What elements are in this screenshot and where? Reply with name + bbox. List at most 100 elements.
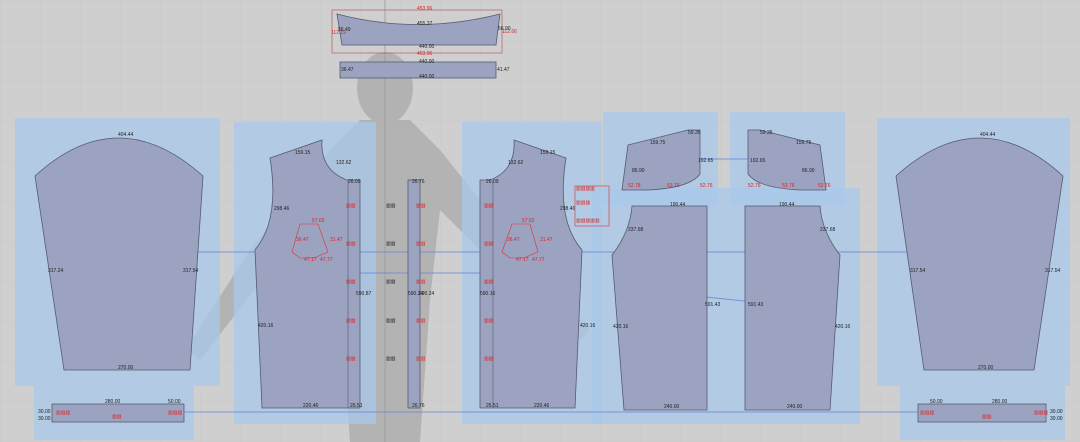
placket-len-label: 590.24 <box>408 291 424 297</box>
front-left-dart-b2-label: 47.77 <box>320 257 333 263</box>
front-left-side-label: 420.16 <box>258 323 274 329</box>
sleeve-left-right-label: 317.54 <box>183 268 199 274</box>
front-left-cf-label: 26.09 <box>348 179 361 185</box>
svg-text:▥▥: ▥▥ <box>416 279 426 285</box>
cuff-right-top-a-label: 50.00 <box>930 399 943 405</box>
cuff-right-right-b-label: 30.00 <box>1050 416 1063 422</box>
cuff-right-top-b-label: 280.00 <box>992 399 1008 405</box>
yoke-left-mid-label: 192.65 <box>698 158 714 164</box>
front-right-dart-b2-label: 47.77 <box>532 257 545 263</box>
front-left-neck-label: 132.62 <box>336 160 352 166</box>
svg-text:▥▥: ▥▥ <box>346 279 356 285</box>
front-right-cf-label: 26.09 <box>486 179 499 185</box>
svg-text:▥▥: ▥▥ <box>386 356 396 362</box>
svg-text:▥▥: ▥▥ <box>484 356 494 362</box>
stand-left-label: 36.47 <box>341 67 354 73</box>
front-right-hem-left-label: 26.51 <box>486 403 499 409</box>
placket-bottom-label: 26.76 <box>412 403 425 409</box>
svg-text:▥▥: ▥▥ <box>416 318 426 324</box>
cuff-left-left-a-label: 30.00 <box>38 409 51 415</box>
cuff-left-top-b-label: 50.00 <box>168 399 181 405</box>
svg-text:▥▥: ▥▥ <box>416 356 426 362</box>
sleeve-left-left-label: 317.24 <box>48 268 64 274</box>
svg-text:▥▥: ▥▥ <box>346 356 356 362</box>
yoke-right-r1-label: 52.76 <box>748 183 761 189</box>
collar-right-label: 56.90 <box>498 26 511 32</box>
svg-text:▥▥: ▥▥ <box>346 203 356 209</box>
collar-piece[interactable]: 453.96 455.37 56.49 56.90 112.19 112.66 … <box>331 6 517 57</box>
front-right-dart-l-label: 36.47 <box>507 237 520 243</box>
yoke-right-mid-label: 192.65 <box>750 158 766 164</box>
front-right-dart-r-label: 31.47 <box>540 237 553 243</box>
back-left-top-label: 190.44 <box>670 202 686 208</box>
front-left-shoulder-label: 159.15 <box>295 150 311 156</box>
collar-mid-label: 455.37 <box>417 21 433 27</box>
sleeve-right-piece[interactable]: 404.44 317.54 317.54 270.00 <box>895 132 1064 371</box>
cuff-left-left-b-label: 30.00 <box>38 416 51 422</box>
svg-text:▥▥: ▥▥ <box>484 241 494 247</box>
sleeve-left-bottom-label: 270.00 <box>118 365 134 371</box>
placket-top-label: 26.76 <box>412 179 425 185</box>
yoke-right-piece[interactable]: 59.35 159.75 192.65 86.90 52.76 53.76 52… <box>747 129 831 191</box>
front-left-dart-top-label: 57.62 <box>312 218 325 224</box>
collar-left-label: 56.49 <box>338 27 351 33</box>
svg-text:▥▥: ▥▥ <box>982 414 992 420</box>
collar-bottom-label: 440.00 <box>419 44 435 50</box>
svg-text:▥▥▥: ▥▥▥ <box>168 410 182 416</box>
sleeve-right-left-label: 317.54 <box>910 268 926 274</box>
front-left-dart-l-label: 36.47 <box>296 237 309 243</box>
yoke-right-r2-label: 53.76 <box>782 183 795 189</box>
svg-text:▥▥▥▥▥: ▥▥▥▥▥ <box>576 218 600 224</box>
front-right-piece[interactable]: 159.15 132.62 26.09 298.46 57.62 36.47 3… <box>479 139 596 409</box>
front-right-len-label: 590.16 <box>480 291 496 297</box>
svg-text:▥▥: ▥▥ <box>416 241 426 247</box>
front-left-dart-b1-label: 47.17 <box>304 257 317 263</box>
back-right-piece[interactable]: 190.44 237.68 591.43 420.16 240.00 <box>744 202 851 411</box>
placket-piece[interactable]: 26.76 590.24 590.24 26.76 ▥▥ ▥▥ ▥▥ ▥▥ ▥▥… <box>386 179 435 409</box>
svg-text:▥▥: ▥▥ <box>484 279 494 285</box>
sleeve-right-bottom-label: 270.00 <box>978 365 994 371</box>
yoke-right-top-label: 59.35 <box>760 130 773 136</box>
front-left-piece[interactable]: 159.15 132.62 26.09 298.46 57.62 36.47 3… <box>254 139 372 409</box>
svg-text:▥▥▥: ▥▥▥ <box>1034 410 1048 416</box>
collar-right-red-label: 112.66 <box>502 29 517 35</box>
svg-text:▥▥▥: ▥▥▥ <box>920 410 934 416</box>
svg-text:▥▥▥▥: ▥▥▥▥ <box>576 186 595 192</box>
back-right-top-label: 190.44 <box>779 202 795 208</box>
cuff-left-piece[interactable]: 280.00 50.00 30.00 30.00 ▥▥▥ ▥▥ ▥▥▥ <box>38 399 185 423</box>
back-left-len-label: 591.43 <box>705 302 721 308</box>
collar-bottom-red-label: 453.96 <box>417 51 433 57</box>
svg-text:▥▥: ▥▥ <box>484 203 494 209</box>
sleeve-left-piece[interactable]: 404.44 317.24 317.54 270.00 <box>34 132 204 371</box>
sleeve-right-top-label: 404.44 <box>980 132 996 138</box>
back-right-hem-label: 240.00 <box>787 404 803 410</box>
yoke-left-r3-label: 52.76 <box>700 183 713 189</box>
yoke-left-arm-label: 86.90 <box>632 168 645 174</box>
svg-text:▥▥: ▥▥ <box>386 279 396 285</box>
yoke-left-shoulder-label: 159.75 <box>650 140 666 146</box>
svg-text:▥▥: ▥▥ <box>386 318 396 324</box>
sleeve-right-right-label: 317.54 <box>1045 268 1061 274</box>
yoke-right-r3-label: 52.76 <box>818 183 831 189</box>
front-left-len-label: 590.87 <box>356 291 372 297</box>
yoke-left-piece[interactable]: 59.35 159.75 192.65 86.90 52.78 53.76 52… <box>621 129 714 191</box>
collar-left-red-label: 112.19 <box>331 30 346 36</box>
yoke-left-top-label: 59.35 <box>688 130 701 136</box>
sleeve-left-top-label: 404.44 <box>118 132 134 138</box>
front-right-neck-label: 132.62 <box>508 160 524 166</box>
svg-text:▥▥: ▥▥ <box>346 318 356 324</box>
front-right-hem-label: 220.46 <box>534 403 550 409</box>
collar-stand-piece[interactable]: 36.47 41.47 440.00 440.00 <box>339 59 510 80</box>
svg-text:▥▥▥: ▥▥▥ <box>576 200 590 206</box>
front-right-dart-top-label: 57.62 <box>522 218 535 224</box>
cuff-right-piece[interactable]: 50.00 280.00 30.00 30.00 ▥▥▥ ▥▥ ▥▥▥ <box>917 399 1063 423</box>
back-right-side-label: 420.16 <box>835 324 851 330</box>
front-left-hem-label: 220.46 <box>303 403 319 409</box>
back-left-piece[interactable]: 190.44 237.68 591.43 420.16 240.00 <box>611 202 721 411</box>
stand-bottom-label: 440.00 <box>419 74 435 80</box>
svg-text:▥▥▥: ▥▥▥ <box>56 410 70 416</box>
cuff-left-top-a-label: 280.00 <box>105 399 121 405</box>
back-left-hem-label: 240.00 <box>664 404 680 410</box>
back-right-arm-label: 237.68 <box>820 227 836 233</box>
